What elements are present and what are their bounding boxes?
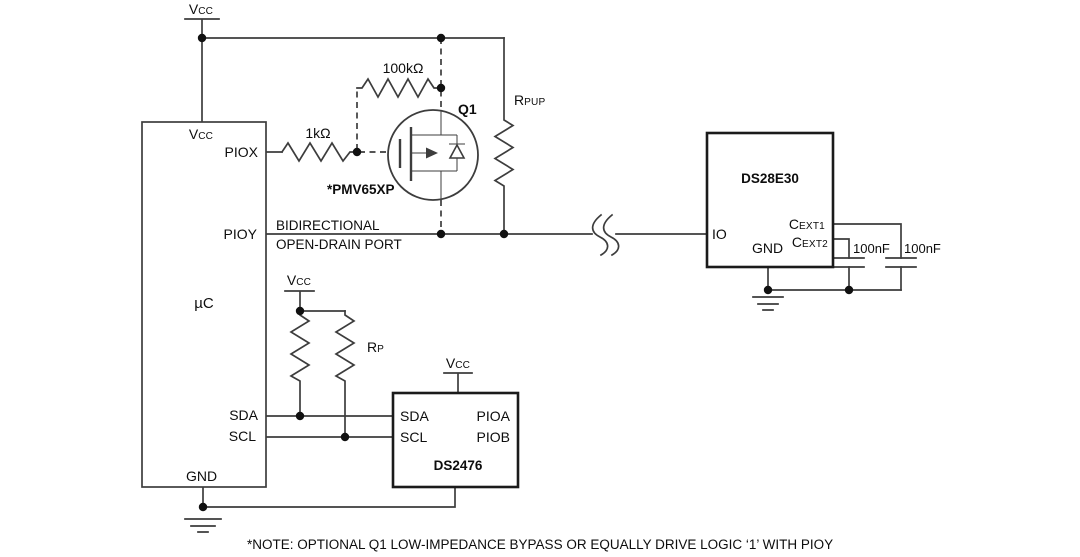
q1-source-stub bbox=[411, 134, 458, 144]
vcc-mid-label: VCC bbox=[286, 272, 312, 288]
ds28e30-pin-gnd: GND bbox=[752, 240, 784, 256]
mcu-pin-vcc: VCC bbox=[188, 126, 214, 142]
cap1-value: 100nF bbox=[853, 241, 890, 256]
cap2-value: 100nF bbox=[904, 241, 941, 256]
gate-resistor bbox=[280, 141, 358, 163]
mcu-pin-piox: PIOX bbox=[224, 144, 258, 160]
junction-dots bbox=[197, 33, 854, 512]
ds28e30-pin-io: IO bbox=[712, 226, 727, 242]
ds2476-vcc-label: VCC bbox=[445, 355, 471, 371]
ds28e30-name: DS28E30 bbox=[741, 171, 799, 186]
rp-resistor-label: RP bbox=[367, 339, 385, 355]
mcu-name: µC bbox=[194, 295, 214, 312]
ds2476-name: DS2476 bbox=[433, 458, 483, 473]
cext1-wire bbox=[832, 223, 902, 259]
gate-resistor-value: 1kΩ bbox=[305, 125, 331, 141]
rpup-resistor bbox=[493, 37, 515, 235]
cap1-plates bbox=[833, 257, 865, 268]
ds2476-pin-sda: SDA bbox=[400, 408, 429, 424]
ds2476-pin-pioa: PIOA bbox=[476, 408, 510, 424]
mcu-pin-pioy: PIOY bbox=[223, 226, 257, 242]
mcu-pin-scl: SCL bbox=[228, 428, 256, 444]
q1-body-circle bbox=[387, 109, 479, 201]
rp-resistor-scl bbox=[334, 310, 356, 438]
ds28e30-box bbox=[705, 131, 835, 269]
ds2476-pin-piob: PIOB bbox=[476, 429, 510, 445]
ds2476-pin-scl: SCL bbox=[400, 429, 428, 445]
bypass-resistor bbox=[356, 77, 442, 99]
footnote: *NOTE: OPTIONAL Q1 LOW-IMPEDANCE BYPASS … bbox=[247, 537, 834, 552]
mcu-box bbox=[141, 121, 267, 488]
ds2476-box bbox=[391, 391, 520, 489]
rp-resistor-sda bbox=[289, 310, 311, 417]
vcc-top-label: VCC bbox=[188, 1, 214, 17]
ds28e30-pin-cext2: CEXT2 bbox=[791, 234, 828, 250]
mcu-pin-gnd: GND bbox=[186, 468, 218, 484]
mcu-gnd-wire bbox=[202, 485, 456, 508]
mcu-ground-symbol bbox=[184, 518, 222, 533]
cap2-plates bbox=[885, 257, 917, 268]
ds28e30-ground-symbol bbox=[752, 296, 784, 311]
bus-label-line2: OPEN-DRAIN PORT bbox=[276, 237, 402, 252]
q1-mosfet-symbol bbox=[387, 109, 479, 201]
bus-label-line1: BIDIRECTIONAL bbox=[276, 218, 380, 233]
wire-break-squiggle bbox=[591, 213, 620, 257]
mcu-pin-sda: SDA bbox=[229, 407, 258, 423]
q1-part-label: *PMV65XP bbox=[327, 182, 395, 197]
q1-body-arrow bbox=[426, 147, 438, 159]
ds28e30-pin-cext1: CEXT1 bbox=[788, 216, 825, 232]
ds28e30-gnd-wire bbox=[767, 266, 902, 291]
q1-diode-triangle bbox=[448, 143, 466, 159]
bypass-resistor-value: 100kΩ bbox=[382, 60, 424, 76]
q1-drain-stub bbox=[411, 158, 458, 172]
pullup-resistor-label: RPUP bbox=[514, 92, 546, 108]
cext2-wire bbox=[832, 238, 850, 259]
q1-ref-label: Q1 bbox=[458, 101, 477, 117]
